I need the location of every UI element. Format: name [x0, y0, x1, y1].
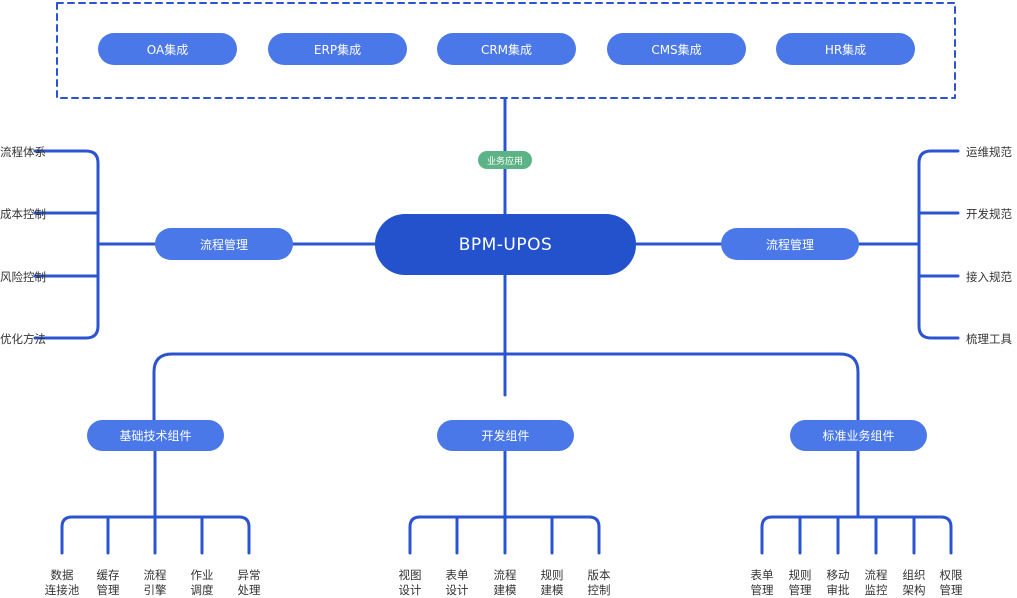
right-bracket	[917, 149, 960, 340]
integration-oa[interactable]: OA集成	[98, 33, 237, 65]
leaf-1-3: 流程引擎	[143, 568, 167, 597]
component-dev[interactable]: 开发组件	[437, 420, 574, 451]
right-item-1: 运维规范	[966, 145, 1012, 159]
left-hub[interactable]: 流程管理	[155, 228, 293, 260]
leaf-2-2: 表单设计	[445, 568, 469, 597]
right-item-4: 梳理工具	[966, 332, 1012, 346]
leaf-3-1: 表单管理	[750, 568, 774, 597]
leaf-2-3: 流程建模	[493, 568, 517, 597]
leaf-bracket-3	[760, 515, 953, 555]
left-item-4: 优化方法	[0, 332, 46, 346]
leaf-2-4: 规则建模	[540, 568, 564, 597]
leaf-1-1: 数据连接池	[44, 568, 80, 597]
integration-hr[interactable]: HR集成	[776, 33, 915, 65]
integration-cms[interactable]: CMS集成	[607, 33, 746, 65]
component-bus	[152, 352, 860, 422]
leaf-3-5: 组织架构	[902, 568, 926, 597]
left-item-1: 流程体系	[0, 145, 46, 159]
right-hub[interactable]: 流程管理	[721, 228, 859, 260]
leaf-3-6: 权限管理	[939, 568, 963, 597]
integration-erp[interactable]: ERP集成	[268, 33, 407, 65]
leaf-1-2: 缓存管理	[96, 568, 120, 597]
left-item-3: 风险控制	[0, 270, 46, 284]
right-item-3: 接入规范	[966, 270, 1012, 284]
leaf-3-3: 移动审批	[826, 568, 850, 597]
leaf-3-4: 流程监控	[864, 568, 888, 597]
integration-crm[interactable]: CRM集成	[437, 33, 576, 65]
left-bracket	[33, 149, 100, 340]
core-node[interactable]: BPM-UPOS	[375, 214, 636, 275]
left-item-2: 成本控制	[0, 207, 46, 221]
component-basic-tech[interactable]: 基础技术组件	[87, 420, 224, 451]
leaf-1-4: 作业调度	[190, 568, 214, 597]
leaf-2-5: 版本控制	[587, 568, 611, 597]
business-app-tag: 业务应用	[478, 151, 532, 169]
leaf-2-1: 视图设计	[398, 568, 422, 597]
right-item-2: 开发规范	[966, 207, 1012, 221]
leaf-3-2: 规则管理	[788, 568, 812, 597]
component-standard-biz[interactable]: 标准业务组件	[790, 420, 927, 451]
leaf-1-5: 异常处理	[237, 568, 261, 597]
